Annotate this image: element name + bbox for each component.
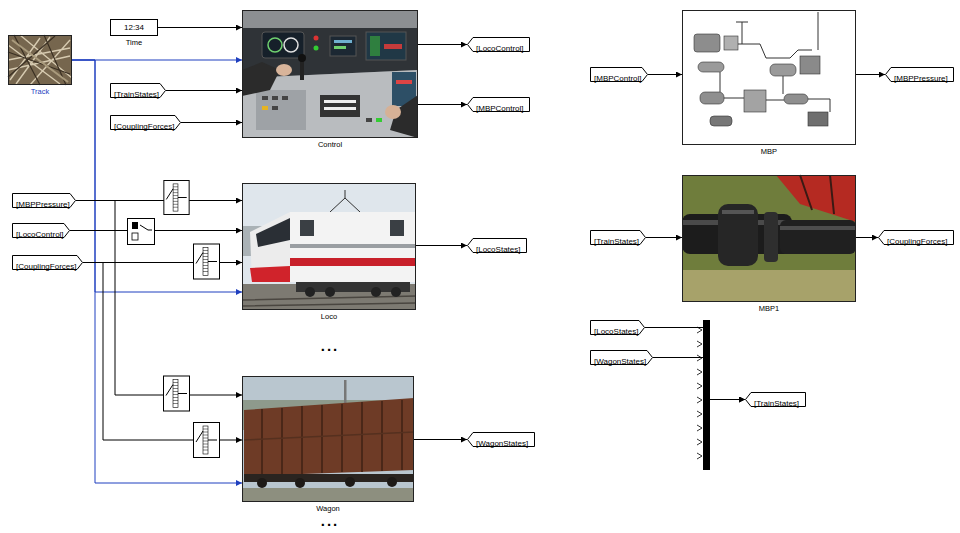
signal-line	[418, 104, 467, 105]
continuation-mark: ...	[321, 340, 340, 352]
tag-label: [TrainStates]	[590, 234, 639, 249]
signal-line	[72, 60, 242, 61]
signal-line	[181, 122, 242, 123]
subsystem-block: Control	[242, 10, 418, 138]
subsystem-block: MBP1	[682, 175, 856, 302]
tag-label: [CouplingForces]	[878, 234, 947, 249]
block-caption: Time	[126, 38, 142, 47]
multiport-switch	[194, 423, 220, 458]
tag-label: [MBPControl]	[467, 101, 524, 116]
locomotive-image	[242, 183, 416, 310]
from-tag: [LocoControl]	[12, 223, 70, 238]
goto-tag: [MBPControl]	[467, 97, 530, 112]
block-caption: Track	[31, 87, 49, 96]
coupling-image	[682, 175, 856, 302]
signal-line	[856, 74, 885, 75]
subsystem-block: MBP	[682, 10, 856, 145]
tag-label: [LocoControl]	[467, 41, 524, 56]
block-caption: Wagon	[316, 504, 340, 513]
multiport-switch	[164, 180, 189, 214]
tag-label: [MBPPressure]	[885, 71, 948, 86]
tag-label: [LocoControl]	[12, 227, 64, 242]
signal-line	[856, 237, 878, 238]
from-tag: [MBPControl]	[590, 67, 648, 82]
block-caption: Loco	[321, 312, 337, 321]
goto-tag: [MBPPressure]	[885, 67, 954, 82]
clock-reading: 12:34	[124, 20, 144, 35]
signal-line	[645, 328, 745, 400]
goto-tag: [WagonStates]	[467, 432, 535, 447]
block-caption: MBP	[761, 147, 777, 156]
from-tag: [TrainStates]	[590, 230, 646, 245]
signal-line	[646, 237, 682, 238]
subsystem-block: Track	[8, 35, 72, 85]
block-caption: Control	[318, 140, 342, 149]
signal-line	[648, 74, 682, 75]
signal-line	[72, 60, 242, 292]
multiport-switch	[164, 376, 190, 411]
goto-tag: [LocoStates]	[467, 238, 527, 253]
signal-line	[414, 439, 467, 440]
from-tag: [MBPPressure]	[12, 193, 76, 208]
tag-label: [WagonStates]	[467, 436, 528, 451]
signal-line	[653, 358, 745, 400]
subsystem-block: Loco	[242, 183, 416, 310]
from-tag: [TrainStates]	[110, 83, 166, 98]
tag-label: [CouplingForces]	[110, 119, 174, 134]
signal-line	[72, 60, 242, 483]
tag-label: [WagonStates]	[590, 354, 646, 369]
from-tag: [CouplingForces]	[110, 115, 181, 130]
tag-label: [CouplingForces]	[12, 259, 76, 274]
signal-line	[418, 44, 467, 45]
from-tag: [WagonStates]	[590, 350, 653, 365]
continuation-mark: ...	[321, 515, 340, 527]
brake-system-image	[682, 10, 856, 145]
signal-line	[70, 230, 242, 231]
track-image	[8, 35, 72, 85]
multiport-switch	[194, 244, 220, 279]
clock-block: 12:34Time	[110, 19, 158, 36]
goto-tag: [CouplingForces]	[878, 230, 954, 245]
signal-line	[416, 245, 467, 246]
tag-label: [LocoStates]	[467, 242, 520, 257]
wagon-image	[242, 376, 414, 502]
manual-switch	[128, 219, 155, 245]
from-tag: [LocoStates]	[590, 320, 645, 335]
goto-tag: [LocoControl]	[467, 37, 530, 52]
from-tag: [CouplingForces]	[12, 255, 83, 270]
goto-tag: [TrainStates]	[745, 392, 806, 407]
signal-line	[166, 90, 242, 91]
block-caption: MBP1	[759, 304, 779, 313]
signal-line	[158, 27, 242, 28]
signal-line	[76, 201, 242, 396]
signal-line	[83, 263, 242, 441]
tag-label: [TrainStates]	[745, 396, 799, 411]
tag-label: [MBPPressure]	[12, 197, 70, 212]
tag-label: [MBPControl]	[590, 71, 642, 86]
tag-label: [LocoStates]	[590, 324, 638, 339]
mux-bar	[697, 320, 710, 470]
tag-label: [TrainStates]	[110, 87, 159, 102]
control-desk-image	[242, 10, 418, 138]
subsystem-block: Wagon	[242, 376, 414, 502]
